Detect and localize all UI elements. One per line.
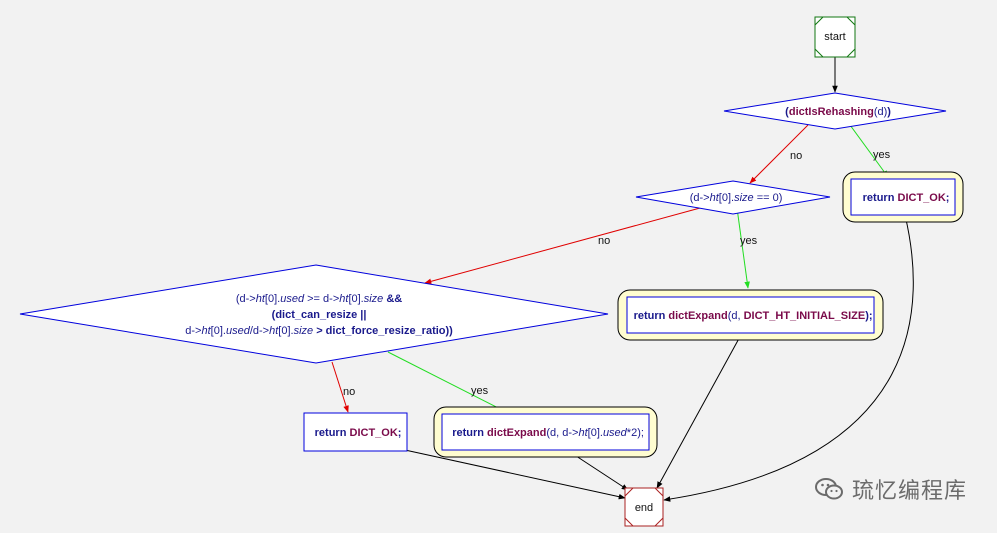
edge-retokright-to-end xyxy=(663,214,914,502)
edge-retokleft-to-end xyxy=(404,449,626,500)
return-dict-ok-right-text: return DICT_OK; xyxy=(841,192,964,204)
decision-is-rehashing-text: (dictIsRehashing(d)) xyxy=(764,106,906,118)
return-dict-expand-initial-text: return dictExpand(d, DICT_HT_INITIAL_SIZ… xyxy=(612,310,888,322)
decision-size-zero: (d->ht[0].size == 0) xyxy=(635,180,831,215)
decision-resize-line3: d->ht[0].used/d->ht[0].size > dict_force… xyxy=(164,325,468,337)
wechat-icon xyxy=(814,478,843,500)
end-label: end xyxy=(635,502,653,514)
edge-cond2-yes xyxy=(736,207,750,289)
decision-resize-line1: (d->ht[0].used >= d->ht[0].size && xyxy=(214,293,417,305)
end-node: end xyxy=(624,487,664,527)
start-label: start xyxy=(824,31,845,43)
return-dict-expand-used-text: return dictExpand(d, d->ht[0].used*2); xyxy=(431,427,659,439)
watermark-text: 琉忆编程库 xyxy=(851,479,967,504)
edge-cond1-yes xyxy=(849,124,889,178)
return-dict-ok-left-text: return DICT_OK; xyxy=(293,427,416,439)
return-dict-ok-right: return DICT_OK; xyxy=(841,171,964,223)
edges xyxy=(331,57,914,502)
edge-labels: no yes no yes no yes xyxy=(343,149,891,398)
decision-size-zero-text: (d->ht[0].size == 0) xyxy=(668,192,797,204)
watermark: 琉忆编程库 xyxy=(814,473,967,505)
decision-resize-line2: (dict_can_resize || xyxy=(250,309,382,321)
start-node: start xyxy=(814,16,856,58)
edge-label-c1-no: no xyxy=(790,150,802,162)
edge-label-c3-yes: yes xyxy=(471,385,489,397)
edge-retexpandinit-to-end xyxy=(656,332,743,489)
decision-is-rehashing: (dictIsRehashing(d)) xyxy=(723,92,947,130)
edge-cond2-no xyxy=(424,207,701,285)
edge-retexpandused-to-end xyxy=(569,451,629,491)
decision-resize: (d->ht[0].used >= d->ht[0].size && (dict… xyxy=(19,264,609,364)
return-dict-expand-initial: return dictExpand(d, DICT_HT_INITIAL_SIZ… xyxy=(612,289,888,341)
edge-cond3-yes xyxy=(387,351,513,416)
edge-cond1-no xyxy=(749,124,809,184)
edge-label-c2-no: no xyxy=(598,235,610,247)
return-dict-ok-left: return DICT_OK; xyxy=(293,412,416,452)
edge-label-c1-yes: yes xyxy=(873,149,891,161)
edge-label-c2-yes: yes xyxy=(740,235,758,247)
edge-label-c3-no: no xyxy=(343,386,355,398)
edge-cond3-no xyxy=(331,361,349,413)
return-dict-expand-used: return dictExpand(d, d->ht[0].used*2); xyxy=(431,406,659,458)
